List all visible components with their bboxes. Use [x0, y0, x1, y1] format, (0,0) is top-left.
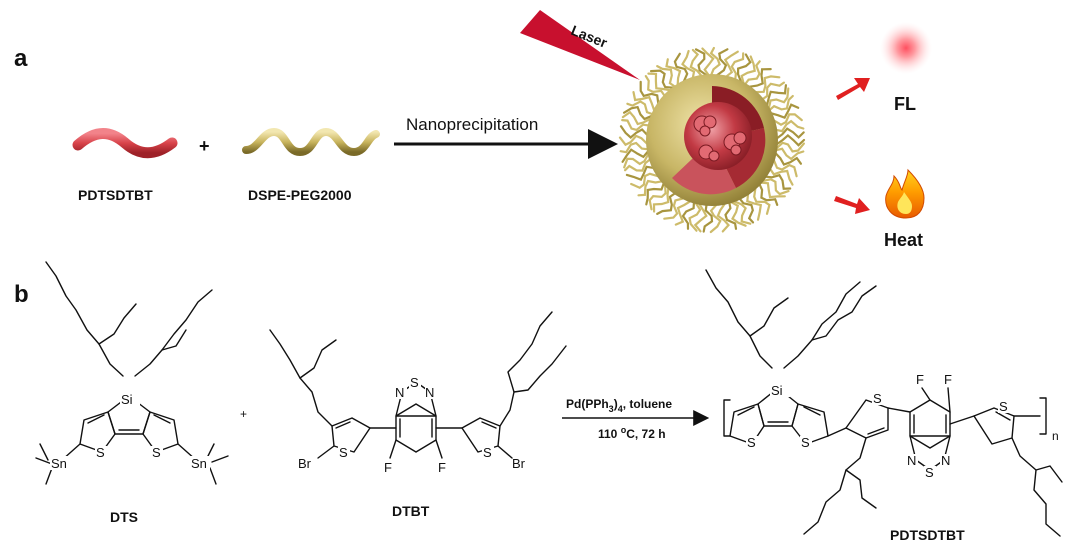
- dts-label: DTS: [110, 509, 138, 525]
- reaction-conditions-line2: 110 oC, 72 h: [598, 425, 666, 441]
- dtbt-f-atom-left: F: [384, 460, 392, 475]
- dts-s-atom-left: S: [96, 445, 105, 460]
- laser-beam-icon: [520, 10, 640, 80]
- dts-sn-atom-right: Sn: [191, 456, 207, 471]
- dts-sn-atom-left: Sn: [51, 456, 67, 471]
- heat-arrow-icon: [834, 196, 870, 214]
- plus-sign-a: +: [199, 136, 210, 156]
- dtbt-f-atom-right: F: [438, 460, 446, 475]
- lipid-helix-icon: [242, 127, 380, 157]
- panel-b-letter: b: [14, 281, 29, 308]
- product-n-atom-right: N: [941, 453, 950, 468]
- dtbt-n-atom-right: N: [425, 385, 434, 400]
- output-fl-label: FL: [894, 94, 916, 114]
- dtbt-s-atom-left: S: [339, 445, 348, 460]
- process-label: Nanoprecipitation: [406, 115, 538, 134]
- dts-structure: Si S S Sn Sn: [35, 261, 229, 485]
- polymer-tube-icon: [72, 128, 178, 159]
- product-n-atom-left: N: [907, 453, 916, 468]
- reaction-conditions-line1: Pd(PPh3)4, toluene: [566, 397, 672, 414]
- dts-s-atom-right: S: [152, 445, 161, 460]
- product-s-atom-3: S: [873, 391, 882, 406]
- plus-sign-b: +: [240, 407, 247, 421]
- product-f-atom-right: F: [944, 372, 952, 387]
- panel-a: a PDTSDTBT + DSPE-PEG2000 Nanoprecipitat…: [14, 10, 932, 250]
- dtbt-structure: S N N F F S S Br Br: [269, 311, 567, 475]
- panel-a-letter: a: [14, 45, 28, 72]
- dts-si-atom: Si: [121, 392, 133, 407]
- product-s-atom-1: S: [747, 435, 756, 450]
- output-heat-label: Heat: [884, 230, 923, 250]
- polymer-label: PDTSDTBT: [78, 187, 153, 203]
- product-label: PDTSDTBT: [890, 527, 965, 543]
- lipid-label: DSPE-PEG2000: [248, 187, 352, 203]
- dtbt-n-atom-left: N: [395, 385, 404, 400]
- product-s-atom-4: S: [925, 465, 934, 480]
- fluorescence-glow-icon: [880, 22, 932, 74]
- product-f-atom-left: F: [916, 372, 924, 387]
- dtbt-s-atom-center: S: [410, 375, 419, 390]
- nanoparticle-icon: [618, 46, 806, 234]
- dtbt-s-atom-right: S: [483, 445, 492, 460]
- panel-b: b Si: [14, 261, 1063, 543]
- product-si-atom: Si: [771, 383, 783, 398]
- repeat-n-label: n: [1052, 429, 1059, 443]
- dtbt-br-atom-right: Br: [512, 456, 526, 471]
- pdtsdtbt-structure: n: [705, 269, 1063, 537]
- dtbt-label: DTBT: [392, 503, 430, 519]
- fl-arrow-icon: [836, 78, 870, 100]
- product-s-atom-2: S: [801, 435, 810, 450]
- product-s-atom-5: S: [999, 399, 1008, 414]
- dtbt-br-atom-left: Br: [298, 456, 312, 471]
